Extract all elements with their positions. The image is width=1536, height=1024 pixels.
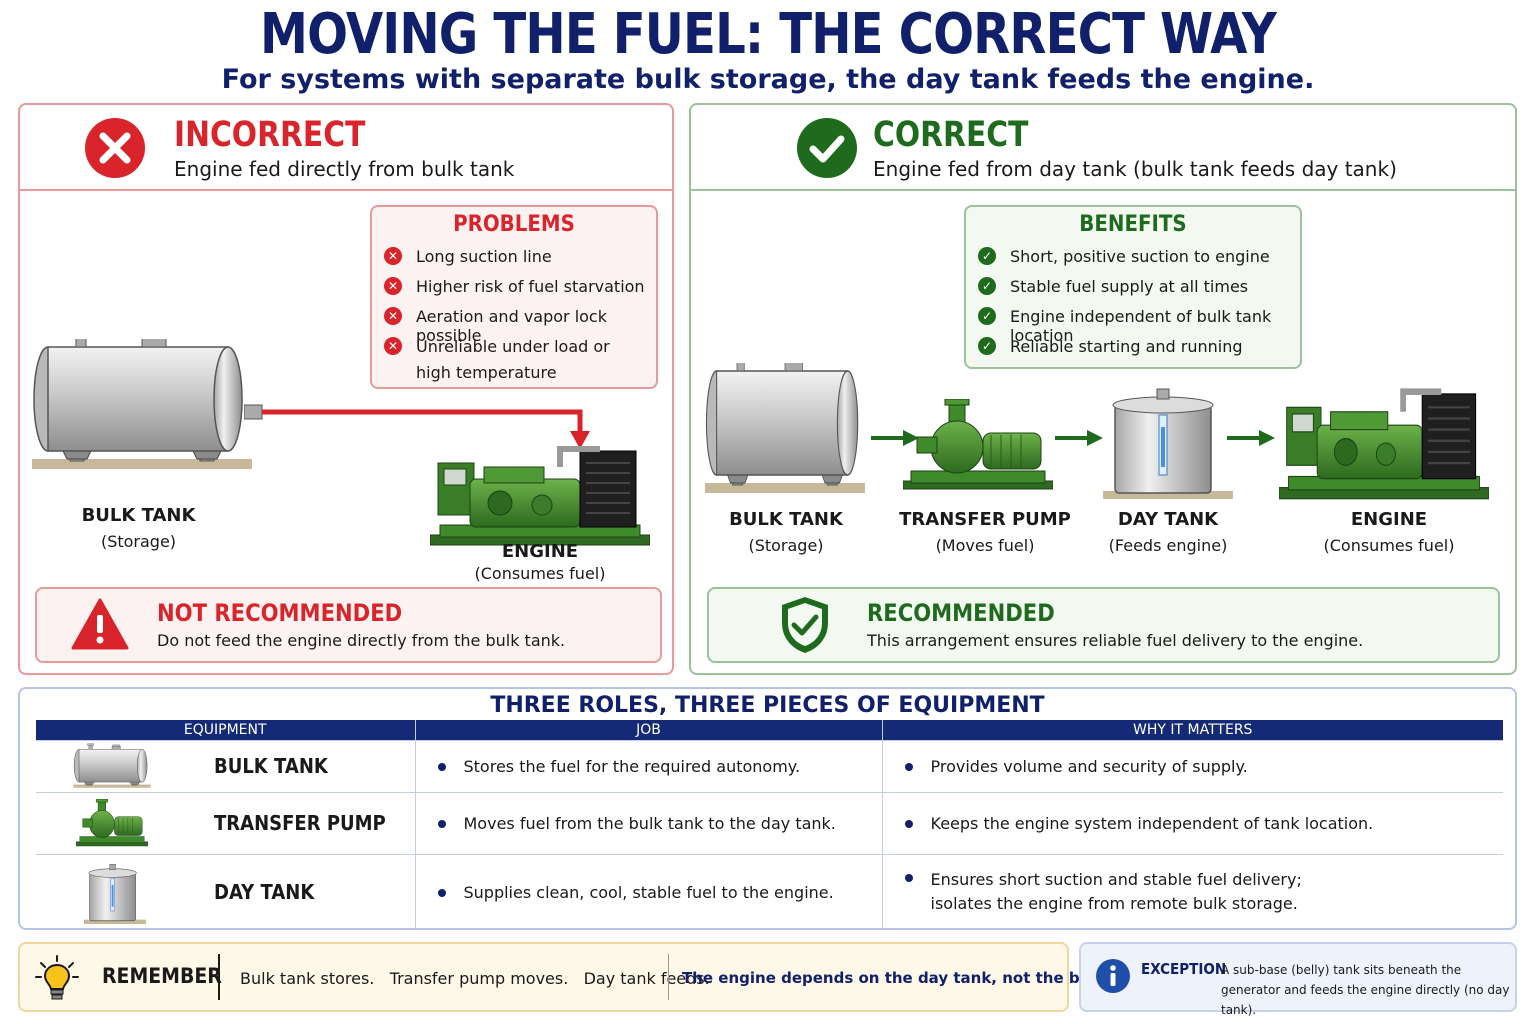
column-header: JOB bbox=[414, 720, 882, 740]
check-bullet-icon: ✓ bbox=[978, 247, 996, 265]
benefit-item: ✓Stable fuel supply at all times bbox=[978, 277, 1248, 296]
benefits-box: BENEFITS ✓Short, positive suction to eng… bbox=[964, 205, 1302, 369]
correct-title: CORRECT bbox=[873, 115, 1029, 155]
remember-divider bbox=[218, 954, 220, 1000]
benefit-item: ✓Engine independent of bulk tank locatio… bbox=[978, 307, 1300, 345]
x-bullet-icon: ✕ bbox=[384, 247, 402, 265]
arrow-right-icon bbox=[1055, 430, 1103, 446]
check-bullet-icon: ✓ bbox=[978, 307, 996, 325]
recommended-text: This arrangement ensures reliable fuel d… bbox=[867, 631, 1364, 650]
problems-box: PROBLEMS ✕Long suction line ✕Higher risk… bbox=[370, 205, 658, 389]
arrow-right-icon bbox=[871, 430, 919, 446]
column-header: EQUIPMENT bbox=[36, 720, 415, 740]
benefit-item: ✓Reliable starting and running bbox=[978, 337, 1243, 356]
remember-box: REMEMBER Bulk tank stores. Transfer pump… bbox=[18, 942, 1154, 1012]
bulk-tank-illustration bbox=[705, 363, 865, 494]
direct-feed-line bbox=[244, 404, 590, 449]
engine-illustration bbox=[430, 443, 650, 547]
correct-header: CORRECT Engine fed from day tank (bulk t… bbox=[691, 105, 1515, 191]
problems-title: PROBLEMS bbox=[453, 212, 575, 237]
x-bullet-icon: ✕ bbox=[384, 307, 402, 325]
exception-text: A sub-base (belly) tank sits beneath the… bbox=[1221, 963, 1510, 1017]
not-recommended-text: Do not feed the engine directly from the… bbox=[157, 631, 566, 650]
page-title: MOVING THE FUEL: THE CORRECT WAY bbox=[260, 2, 1277, 67]
engine-label: ENGINE (Consumes fuel) bbox=[474, 541, 606, 583]
check-bullet-icon: ✓ bbox=[978, 337, 996, 355]
warning-triangle-icon bbox=[71, 598, 129, 650]
exception-box: EXCEPTION A sub-base (belly) tank sits b… bbox=[1079, 942, 1517, 1017]
incorrect-header: INCORRECT Engine fed directly from bulk … bbox=[20, 105, 672, 191]
remember-text: Bulk tank stores. Transfer pump moves. D… bbox=[240, 969, 710, 988]
chain-label-transfer-pump: TRANSFER PUMP (Moves fuel) bbox=[899, 509, 1071, 555]
remember-label: REMEMBER bbox=[102, 964, 222, 988]
job-cell: Supplies clean, cool, stable fuel to the… bbox=[414, 853, 882, 930]
remember-divider bbox=[668, 954, 669, 1000]
x-bullet-icon: ✕ bbox=[384, 277, 402, 295]
not-recommended-title: NOT RECOMMENDED bbox=[157, 599, 403, 627]
correct-subtitle: Engine fed from day tank (bulk tank feed… bbox=[873, 157, 1397, 181]
roles-title: THREE ROLES, THREE PIECES OF EQUIPMENT bbox=[490, 693, 1045, 718]
problem-item-continued: high temperature bbox=[416, 363, 557, 382]
page-subtitle: For systems with separate bulk storage, … bbox=[221, 64, 1315, 95]
arrow-right-icon bbox=[1227, 430, 1275, 446]
bulk-tank-illustration bbox=[32, 339, 252, 470]
chain-label-day-tank: DAY TANK (Feeds engine) bbox=[1108, 509, 1228, 555]
x-circle-icon bbox=[85, 118, 145, 178]
job-cell: Moves fuel from the bulk tank to the day… bbox=[414, 791, 882, 854]
correct-panel: CORRECT Engine fed from day tank (bulk t… bbox=[689, 103, 1517, 675]
remember-emphasis: The engine depends on the day tank, not … bbox=[682, 969, 1155, 987]
equipment-cell: TRANSFER PUMP bbox=[36, 791, 415, 854]
shield-check-icon bbox=[782, 597, 828, 653]
exception-label: EXCEPTION bbox=[1141, 960, 1227, 978]
why-cell: Keeps the engine system independent of t… bbox=[881, 791, 1503, 854]
problem-item: ✕Higher risk of fuel starvation bbox=[384, 277, 645, 296]
problem-item: ✕Unreliable under load or bbox=[384, 337, 610, 356]
day-tank-illustration bbox=[1103, 388, 1233, 499]
incorrect-subtitle: Engine fed directly from bulk tank bbox=[174, 157, 515, 181]
equipment-cell: BULK TANK bbox=[36, 739, 415, 792]
transfer-pump-icon bbox=[76, 799, 148, 847]
table-row: DAY TANK Supplies clean, cool, stable fu… bbox=[36, 853, 1503, 930]
benefits-title: BENEFITS bbox=[1079, 212, 1187, 237]
roles-section: THREE ROLES, THREE PIECES OF EQUIPMENT E… bbox=[18, 687, 1517, 930]
bulk-tank-icon bbox=[73, 743, 151, 789]
chain-label-engine: ENGINE (Consumes fuel) bbox=[1323, 509, 1455, 555]
equipment-cell: DAY TANK bbox=[36, 853, 415, 930]
bulk-tank-label: BULK TANK (Storage) bbox=[81, 505, 196, 551]
table-row: TRANSFER PUMP Moves fuel from the bulk t… bbox=[36, 791, 1503, 854]
benefit-item: ✓Short, positive suction to engine bbox=[978, 247, 1270, 266]
x-bullet-icon: ✕ bbox=[384, 337, 402, 355]
job-cell: Stores the fuel for the required autonom… bbox=[414, 739, 882, 792]
not-recommended-banner: NOT RECOMMENDED Do not feed the engine d… bbox=[35, 587, 662, 663]
recommended-title: RECOMMENDED bbox=[867, 599, 1055, 627]
check-bullet-icon: ✓ bbox=[978, 277, 996, 295]
incorrect-panel: INCORRECT Engine fed directly from bulk … bbox=[18, 103, 674, 675]
table-row: BULK TANK Stores the fuel for the requir… bbox=[36, 739, 1503, 792]
why-cell: Provides volume and security of supply. bbox=[881, 739, 1503, 792]
check-circle-icon bbox=[797, 118, 857, 178]
transfer-pump-illustration bbox=[903, 399, 1053, 490]
recommended-banner: RECOMMENDED This arrangement ensures rel… bbox=[707, 587, 1500, 663]
info-icon bbox=[1096, 959, 1130, 993]
why-cell: Ensures short suction and stable fuel de… bbox=[881, 853, 1503, 930]
incorrect-title: INCORRECT bbox=[174, 115, 366, 155]
chain-label-bulk-tank: BULK TANK (Storage) bbox=[729, 509, 843, 555]
table-header-row: EQUIPMENT JOB WHY IT MATTERS bbox=[36, 720, 1503, 740]
roles-table: EQUIPMENT JOB WHY IT MATTERS BULK TANK S… bbox=[36, 720, 1503, 930]
problem-item: ✕Aeration and vapor lock possible bbox=[384, 307, 656, 345]
lightbulb-icon bbox=[35, 955, 79, 1000]
column-header: WHY IT MATTERS bbox=[881, 720, 1503, 740]
day-tank-icon bbox=[84, 864, 146, 925]
engine-illustration bbox=[1279, 385, 1489, 501]
problem-item: ✕Long suction line bbox=[384, 247, 552, 266]
